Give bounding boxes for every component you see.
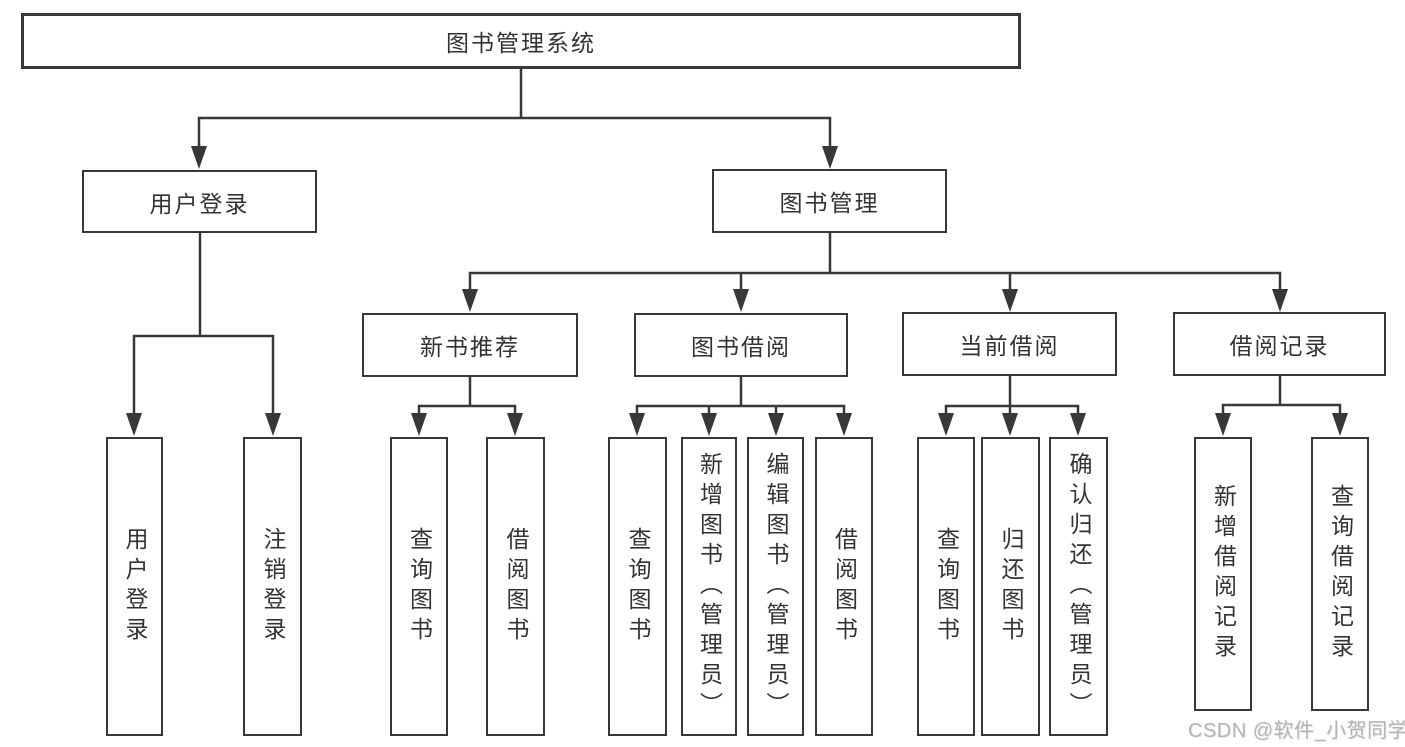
leaf-login-user-login: 用户登录 — [106, 437, 163, 736]
node-new-book-recommend-label: 新书推荐 — [420, 334, 520, 360]
csdn-watermark: CSDN @软件_小贺同学 — [1188, 720, 1405, 742]
node-root-system: 图书管理系统 — [21, 13, 1021, 69]
leaf-borrowing-edit-books-admin: 编辑图书（管理员） — [747, 437, 804, 736]
node-current-borrowing-label: 当前借阅 — [959, 333, 1060, 359]
node-borrowing-records-label: 借阅记录 — [1229, 333, 1330, 359]
node-borrowing-records: 借阅记录 — [1173, 312, 1386, 376]
leaf-recommend-borrow-books: 借阅图书 — [486, 437, 545, 736]
leaf-records-query-record: 查询借阅记录 — [1311, 437, 1369, 711]
connector-root-to-level2 — [191, 67, 838, 169]
leaf-borrowing-borrow-books: 借阅图书 — [815, 437, 873, 736]
connector-book-borrowing-children — [629, 375, 852, 436]
leaf-login-logout: 注销登录 — [243, 437, 302, 736]
connector-new-book-recommend-children — [411, 375, 523, 436]
leaf-records-add-record: 新增借阅记录 — [1194, 437, 1252, 711]
connector-borrowing-records-children — [1215, 374, 1348, 436]
node-book-management-label: 图书管理 — [779, 190, 880, 216]
connector-current-borrowing-children — [938, 374, 1086, 436]
node-new-book-recommend: 新书推荐 — [362, 313, 578, 377]
node-user-login-label: 用户登录 — [149, 190, 250, 217]
leaf-borrowing-query-books: 查询图书 — [608, 437, 667, 736]
leaf-recommend-query-books: 查询图书 — [390, 437, 448, 736]
node-user-login: 用户登录 — [82, 170, 317, 233]
node-root-label: 图书管理系统 — [446, 30, 596, 56]
leaf-current-query-books: 查询图书 — [917, 437, 975, 736]
leaf-current-confirm-return-admin: 确认归还（管理员） — [1049, 437, 1108, 736]
leaf-current-return-books: 归还图书 — [981, 437, 1040, 736]
connector-book-management-children — [462, 231, 1288, 312]
node-book-management: 图书管理 — [712, 169, 947, 233]
connector-user-login-children — [126, 231, 281, 436]
leaf-borrowing-add-books-admin: 新增图书（管理员） — [681, 437, 737, 736]
node-book-borrowing-label: 图书借阅 — [691, 334, 791, 360]
node-book-borrowing: 图书借阅 — [634, 313, 848, 377]
node-current-borrowing: 当前借阅 — [902, 312, 1117, 376]
